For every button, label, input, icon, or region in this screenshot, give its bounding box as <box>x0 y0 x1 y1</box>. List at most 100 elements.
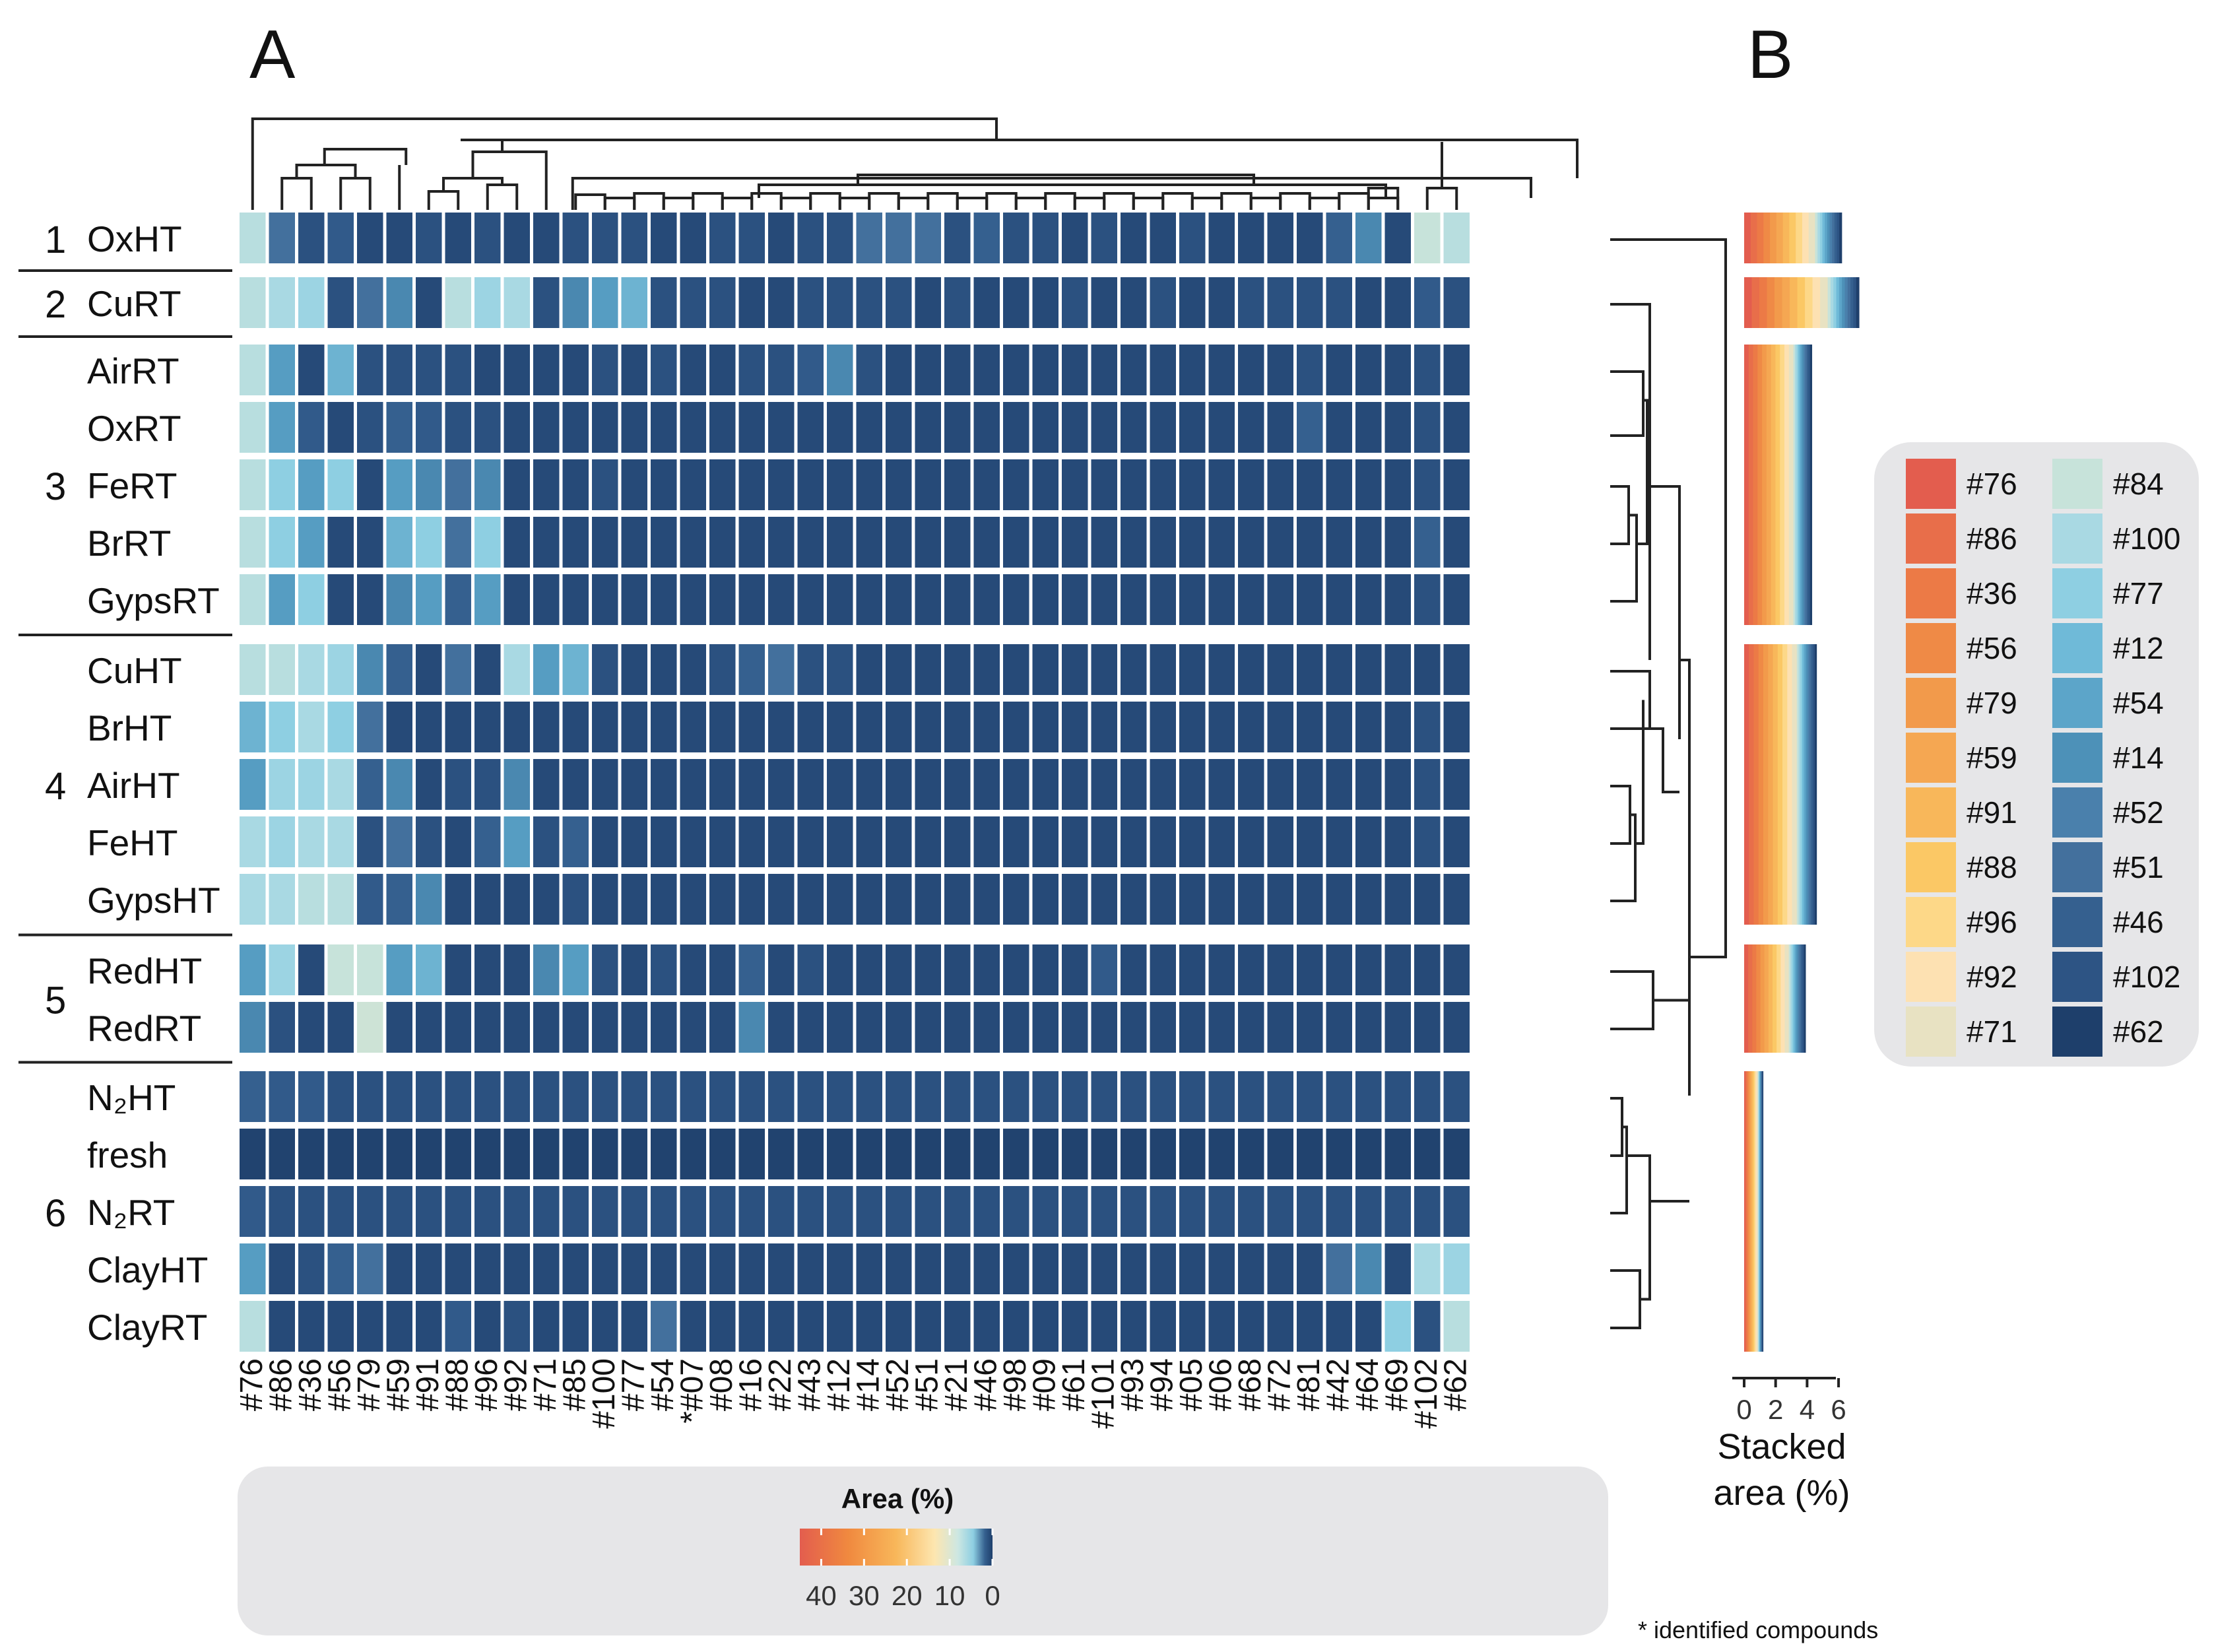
heatmap-cell <box>1150 1186 1176 1237</box>
stacked-segment <box>1832 213 1835 263</box>
heatmap-cell <box>856 1002 882 1053</box>
heatmap-cell <box>445 702 471 752</box>
heatmap-cell <box>504 816 530 867</box>
heatmap-cell <box>1062 644 1088 695</box>
dendrogram-branch <box>1647 485 1681 739</box>
heatmap-cell <box>298 459 325 510</box>
heatmap-cell <box>1384 277 1411 328</box>
heatmap-cell <box>973 1071 1000 1122</box>
stacked-segment <box>1777 644 1783 925</box>
heatmap-cell <box>327 277 354 328</box>
heatmap-cell <box>1121 874 1147 925</box>
heatmap-cell <box>1003 402 1029 453</box>
stacked-segment <box>1807 644 1810 925</box>
dendrogram-branch <box>1679 659 1691 1096</box>
heatmap-cell <box>827 213 853 263</box>
heatmap-cell <box>1443 213 1470 263</box>
stacked-segment <box>1780 345 1785 625</box>
heatmap-cell <box>1414 459 1441 510</box>
heatmap-cell <box>1238 1301 1264 1352</box>
dendrogram-branch <box>1044 192 1076 210</box>
column-label: #77 <box>616 1358 651 1411</box>
column-labels: #76#86#36#56#79#59#91#88#96#92#71#85#100… <box>234 1358 1474 1429</box>
heatmap-cell <box>886 759 912 810</box>
heatmap-cell <box>327 345 354 395</box>
heatmap-cell <box>856 345 882 395</box>
heatmap-cell <box>1267 759 1293 810</box>
heatmap-cell <box>1414 402 1441 453</box>
dendrogram-branch <box>1637 399 1648 545</box>
stacked-segment <box>1793 944 1796 1053</box>
heatmap-cell <box>1238 1071 1264 1122</box>
heatmap-cell <box>886 345 912 395</box>
heatmap-cell <box>738 1002 765 1053</box>
heatmap-cell <box>1414 702 1441 752</box>
heatmap-cell <box>269 574 295 625</box>
heatmap-cell <box>592 517 618 568</box>
legend-label: #91 <box>1967 795 2017 830</box>
stacked-segment <box>1751 1071 1753 1352</box>
heatmap-cell <box>533 1002 560 1053</box>
column-dendrogram <box>251 117 1579 210</box>
heatmap-cell <box>1297 517 1323 568</box>
row-label: RedHT <box>87 950 202 991</box>
heatmap-cell <box>944 644 971 695</box>
legend-label: #56 <box>1967 631 2017 665</box>
heatmap-cell <box>973 944 1000 995</box>
heatmap-cell <box>738 702 765 752</box>
heatmap-cell <box>416 277 442 328</box>
heatmap-cell <box>709 1129 736 1179</box>
heatmap-cell <box>1355 874 1382 925</box>
heatmap-cell <box>298 874 325 925</box>
heatmap-cell <box>327 874 354 925</box>
heatmap-cell <box>944 702 971 752</box>
stacked-segment <box>1796 944 1798 1053</box>
heatmap-cell <box>768 1301 795 1352</box>
heatmap-cell <box>298 1243 325 1294</box>
row-label: N₂HT <box>87 1077 176 1118</box>
stacked-segment <box>1788 345 1794 625</box>
dendrogram-branch <box>1610 970 1654 1030</box>
heatmap-cell <box>269 1002 295 1053</box>
heatmap-cell <box>1414 1301 1441 1352</box>
dendrogram-branch <box>1161 192 1194 210</box>
column-label: #46 <box>968 1358 1003 1411</box>
heatmap-cell <box>915 1129 941 1179</box>
heatmap-cell <box>1150 759 1176 810</box>
dendrogram-branch <box>779 197 812 210</box>
heatmap-cell <box>1208 1002 1235 1053</box>
heatmap-cell <box>298 1301 325 1352</box>
heatmap-cell <box>1297 1301 1323 1352</box>
heatmap-cell <box>1121 459 1147 510</box>
heatmap-cell <box>915 402 941 453</box>
stacked-segment <box>1782 213 1790 263</box>
heatmap-cell <box>1032 459 1058 510</box>
heatmap-cell <box>738 1186 765 1237</box>
heatmap-cell <box>1355 1071 1382 1122</box>
heatmap-cell <box>269 402 295 453</box>
heatmap-cell <box>1267 517 1293 568</box>
legend-swatch <box>1906 513 1956 564</box>
heatmap-cell <box>269 277 295 328</box>
group-number: 1 <box>45 218 66 261</box>
legend-swatch <box>2052 513 2102 564</box>
heatmap-cell <box>886 1071 912 1122</box>
heatmap-cell <box>327 1301 354 1352</box>
heatmap-cell <box>1238 402 1264 453</box>
stacked-segment <box>1753 644 1759 925</box>
heatmap-cell <box>269 213 295 263</box>
heatmap-cell <box>1003 517 1029 568</box>
heatmap-cell <box>1414 1071 1441 1122</box>
heatmap-cell <box>621 944 647 995</box>
heatmap-cell <box>533 1186 560 1237</box>
stacked-segment <box>1794 944 1797 1053</box>
heatmap-cell <box>1062 1002 1088 1053</box>
stacked-segment <box>1796 213 1803 263</box>
heatmap-cell <box>1179 874 1206 925</box>
column-label: #93 <box>1115 1358 1150 1411</box>
heatmap-cell <box>1267 1186 1293 1237</box>
heatmap-cell <box>827 1129 853 1179</box>
heatmap-cell <box>1150 345 1176 395</box>
heatmap-cell <box>562 1129 589 1179</box>
heatmap-cell <box>1384 644 1411 695</box>
